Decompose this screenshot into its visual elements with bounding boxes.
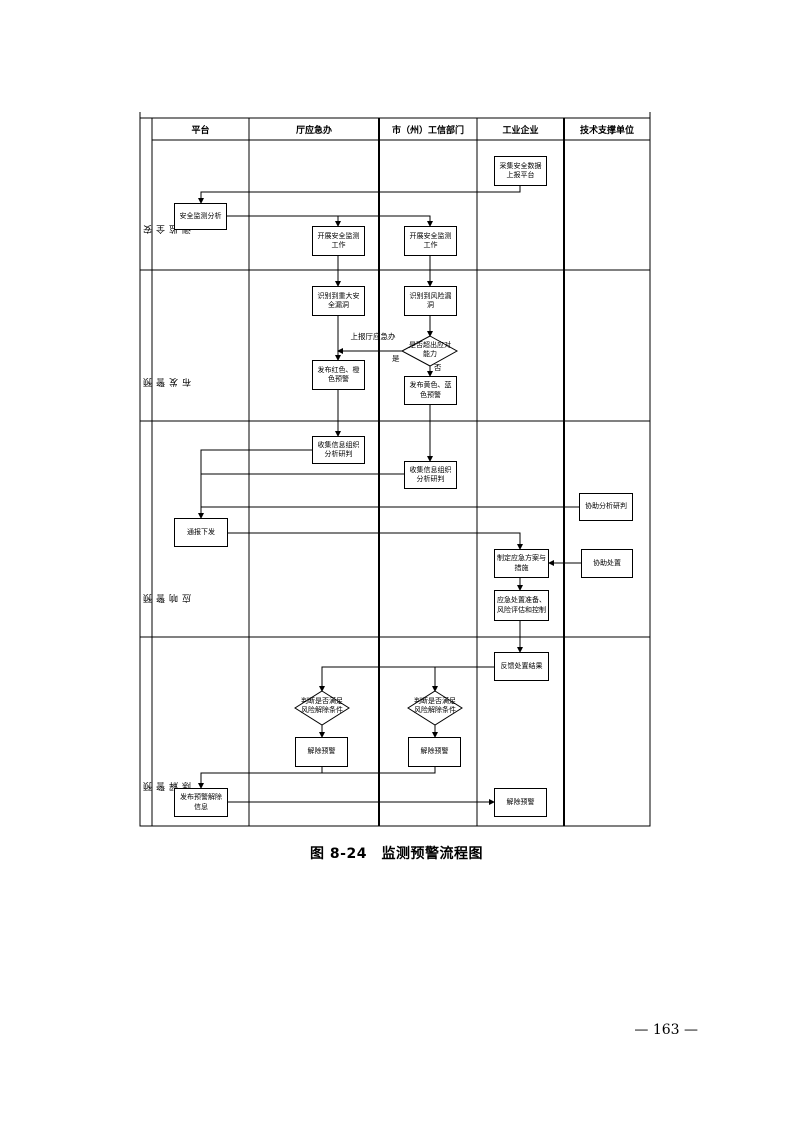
box-city-gather: 收集信息组织分析研判	[404, 461, 457, 489]
box-enterprise-plan: 制定应急方案与措施	[494, 549, 549, 578]
label-yes: 是	[392, 354, 400, 363]
box-platform-release: 发布预警解除信息	[174, 788, 228, 817]
box-city-identify: 识别到风险漏洞	[404, 286, 457, 316]
figure-caption: 图 8-24 监测预警流程图	[310, 846, 483, 862]
decision-capability-text: 是否超出应对能力	[409, 341, 451, 358]
label-report-office: 上报厅应急办	[350, 332, 396, 341]
box-platform-analysis: 安全监测分析	[174, 203, 227, 230]
box-tech-assist-handle: 协助处置	[581, 549, 633, 578]
box-platform-notify: 通报下发	[174, 518, 228, 547]
lane-emergency-office: 厅应急办	[295, 126, 332, 136]
box-office-red-orange: 发布红色、橙色预警	[312, 360, 365, 390]
box-enterprise-feedback: 反馈处置结果	[494, 652, 549, 681]
box-enterprise-lift: 解除预警	[494, 788, 547, 817]
box-enterprise-handle: 应急处置准备、风险评估和控制	[494, 590, 549, 621]
diagram-frame	[139, 117, 651, 827]
page-number: — 163 —	[634, 1022, 698, 1038]
phase-warning-release: 预警发布	[144, 378, 193, 387]
lane-tech-support: 技术支撑单位	[579, 126, 634, 136]
box-office-monitor: 开展安全监测工作	[312, 226, 365, 256]
box-city-monitor: 开展安全监测工作	[404, 226, 457, 256]
box-office-gather: 收集信息组织分析研判	[312, 436, 365, 464]
lane-city-department: 市（州）工信部门	[391, 126, 464, 136]
box-collect-upload: 采集安全数据上报平台	[494, 156, 547, 186]
box-city-yellow-blue: 发布黄色、蓝色预警	[404, 376, 457, 405]
decision-city-judge-text: 判断是否满足风险解除条件	[414, 697, 456, 714]
lane-platform: 平台	[191, 126, 210, 136]
lane-enterprise: 工业企业	[502, 126, 539, 136]
box-office-identify: 识别到重大安全漏洞	[312, 286, 365, 316]
box-city-lift: 解除预警	[408, 737, 461, 767]
label-no: 否	[434, 363, 442, 372]
decision-capability	[400, 335, 459, 367]
decision-office-judge-text: 判断是否满足风险解除条件	[301, 697, 343, 714]
decision-city-judge	[407, 690, 463, 726]
box-office-lift: 解除预警	[295, 737, 348, 767]
decision-office-judge	[294, 690, 350, 726]
phase-warning-response: 预警响应	[144, 594, 193, 603]
box-tech-assist-analysis: 协助分析研判	[579, 493, 633, 521]
